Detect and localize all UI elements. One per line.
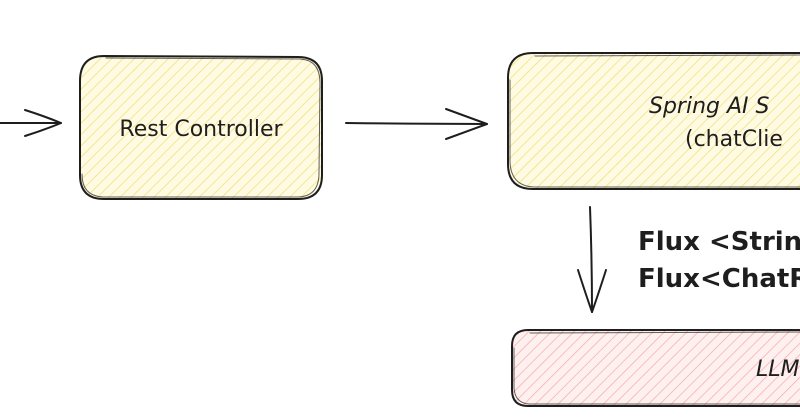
return-types-label: Flux <Strin Flux<ChatR xyxy=(638,227,800,294)
incoming-arrow xyxy=(0,109,62,137)
spring-ai-service-label-line2: (chatClie xyxy=(685,127,783,152)
spring-ai-service-node[interactable]: Spring AI S (chatClie xyxy=(507,52,800,190)
rest-controller-box xyxy=(79,54,323,200)
llm-label: LLM xyxy=(756,357,800,382)
rest-controller-label: Rest Controller xyxy=(119,117,283,142)
llm-node[interactable]: LLM xyxy=(511,329,800,407)
return-type-line2: Flux<ChatR xyxy=(638,264,800,294)
spring-ai-service-label-line1: Spring AI S xyxy=(649,94,770,119)
rest-controller-node[interactable]: Rest Controller xyxy=(79,54,323,200)
controller-to-service-arrow xyxy=(345,108,488,140)
llm-box xyxy=(511,329,800,407)
return-type-line1: Flux <Strin xyxy=(638,227,800,257)
spring-ai-service-box xyxy=(507,52,800,190)
service-to-llm-arrow xyxy=(577,206,607,313)
